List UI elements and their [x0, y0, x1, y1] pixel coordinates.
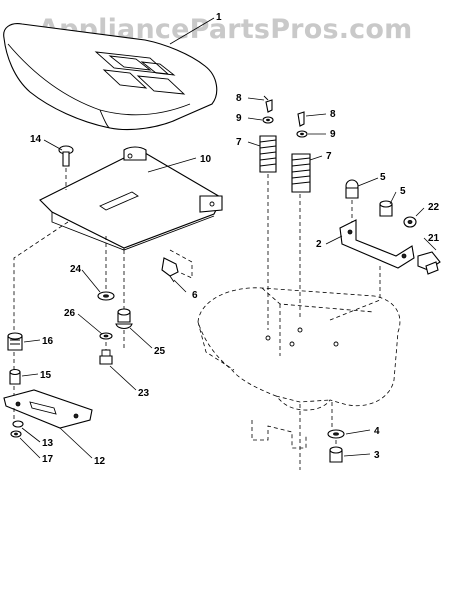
callout-25: 25 [154, 346, 166, 357]
washer-24 [97, 291, 115, 301]
callout-8-left: 8 [236, 93, 242, 104]
fender-chassis [197, 287, 401, 411]
knob-5-left [345, 179, 359, 199]
callout-22: 22 [428, 202, 440, 213]
callout-15: 15 [40, 370, 52, 381]
bolt-8-right [297, 111, 305, 127]
washer-4 [327, 429, 345, 439]
clip-6-left [161, 257, 179, 283]
callout-9-left: 9 [236, 113, 242, 124]
spring-7-right [291, 153, 311, 193]
item-25-26 [99, 308, 133, 348]
callout-12: 12 [94, 456, 106, 467]
callout-10: 10 [200, 154, 212, 165]
bolt-23 [99, 342, 113, 365]
item-13 [12, 420, 24, 428]
leader-lines [19, 17, 437, 459]
washer-9-right [296, 130, 308, 138]
bolt-8-left [263, 95, 273, 113]
item-16 [7, 332, 23, 351]
callout-13: 13 [42, 438, 54, 449]
bolt-14 [58, 145, 74, 167]
callout-14: 14 [30, 134, 42, 145]
callout-1: 1 [216, 12, 222, 23]
washer-9-left [262, 116, 274, 124]
callout-8-right: 8 [330, 109, 336, 120]
callout-2: 2 [316, 239, 322, 250]
callout-23: 23 [138, 388, 150, 399]
spring-7-left [259, 135, 277, 173]
callout-9-right: 9 [330, 129, 336, 140]
callout-21: 21 [428, 233, 440, 244]
seat [3, 23, 218, 131]
item-15 [9, 368, 21, 385]
bracket-2 [339, 219, 415, 269]
callout-7-left: 7 [236, 137, 242, 148]
callout-5-right: 5 [400, 186, 406, 197]
seat-pan [39, 146, 223, 251]
callout-5-left: 5 [380, 172, 386, 183]
knob-5-right [379, 200, 393, 217]
nut-22 [403, 216, 417, 228]
seat-slide [3, 389, 93, 429]
callout-16: 16 [42, 336, 54, 347]
callout-26: 26 [64, 308, 76, 319]
callout-6: 6 [192, 290, 198, 301]
callout-17: 17 [42, 454, 54, 465]
callout-24: 24 [70, 264, 82, 275]
callout-3: 3 [374, 450, 380, 461]
callout-4: 4 [374, 426, 380, 437]
knob-21 [417, 251, 441, 275]
lower-bracket [251, 402, 333, 470]
callout-7-right: 7 [326, 151, 332, 162]
item-17 [10, 430, 22, 438]
callout-labels: 1 10 14 8 9 7 8 9 7 5 5 22 21 2 6 24 26 … [30, 12, 440, 467]
bolt-3 [329, 446, 343, 463]
